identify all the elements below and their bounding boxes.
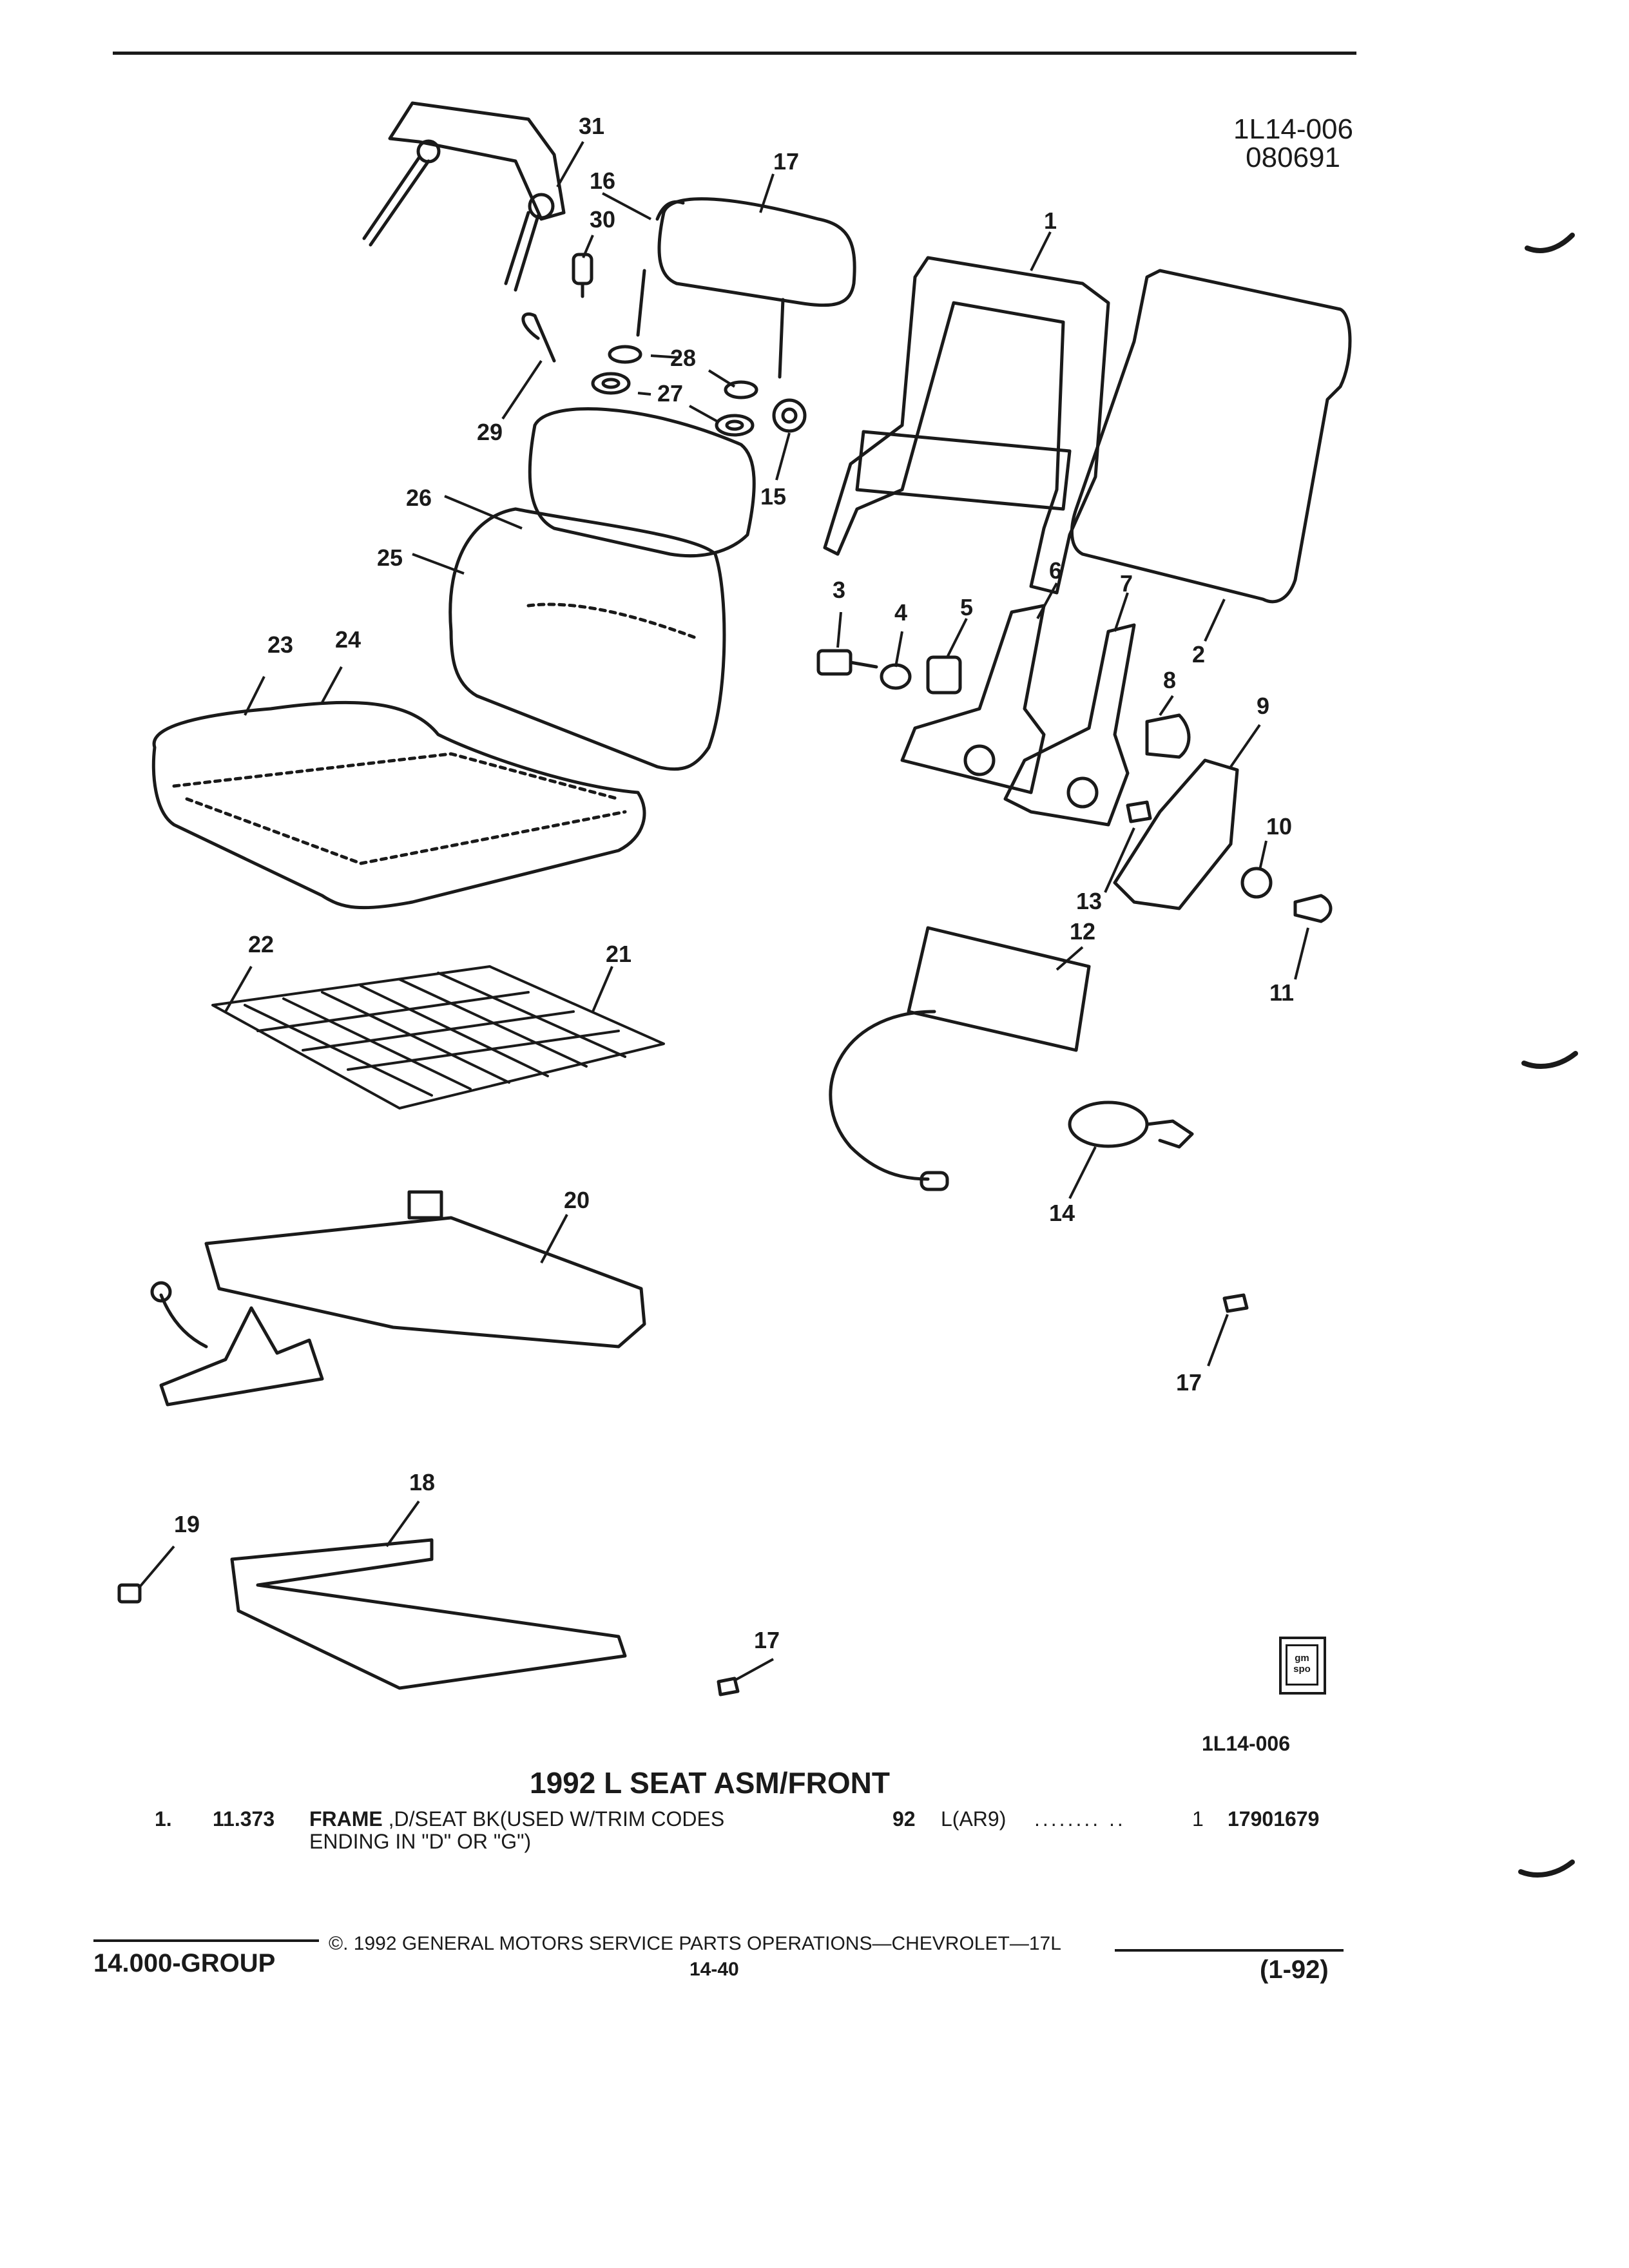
callout-13: 13 bbox=[1076, 888, 1103, 914]
lumbar-plate-cable bbox=[829, 926, 1091, 1191]
group-label: 14.000-GROUP bbox=[93, 1949, 276, 1977]
callout-17a: 17 bbox=[1176, 1369, 1202, 1396]
headrest-guide-bracket bbox=[362, 101, 566, 292]
callout-15: 15 bbox=[760, 483, 787, 510]
retaining-clip bbox=[117, 1583, 142, 1604]
group-ref: 11.373 bbox=[213, 1807, 275, 1831]
part-number: 17901679 bbox=[1228, 1807, 1320, 1831]
footer-rule-right bbox=[1115, 1949, 1344, 1952]
bushing bbox=[926, 655, 962, 695]
wire-hook bbox=[521, 312, 556, 363]
callout-2: 2 bbox=[1192, 641, 1206, 668]
callout-23: 22 bbox=[248, 931, 275, 957]
callout-27: 26 bbox=[406, 485, 432, 511]
callout-29: 28 bbox=[670, 345, 697, 371]
figure-ref: 1L14-006 bbox=[1202, 1732, 1290, 1755]
lumbar-bulb bbox=[1068, 1100, 1194, 1149]
callout-8: 8 bbox=[1163, 667, 1177, 693]
bolts bbox=[816, 649, 912, 690]
callout-32: 31 bbox=[579, 113, 605, 139]
cover-cap bbox=[1145, 713, 1191, 759]
callout-25: 24 bbox=[335, 626, 361, 653]
model-year: 92 bbox=[892, 1807, 916, 1831]
fastener bbox=[1222, 1293, 1249, 1313]
grommets bbox=[591, 345, 807, 437]
seat-back-panel bbox=[1070, 269, 1352, 604]
part-desc-line1: ,D/SEAT BK(USED W/TRIM CODES bbox=[388, 1807, 725, 1831]
illustration-id: 1L14-006 bbox=[1233, 113, 1353, 145]
callout-10: 10 bbox=[1266, 813, 1293, 840]
copyright: ©. 1992 GENERAL MOTORS SERVICE PARTS OPE… bbox=[329, 1933, 1061, 1954]
model-code: L(AR9) bbox=[941, 1807, 1007, 1831]
recliner-right bbox=[1003, 623, 1136, 827]
callout-21: 20 bbox=[564, 1187, 590, 1213]
push-pin bbox=[572, 253, 593, 298]
top-rule bbox=[113, 52, 1356, 55]
callout-18: 17 bbox=[773, 148, 800, 175]
callout-22: 21 bbox=[606, 941, 632, 967]
fastener bbox=[717, 1677, 740, 1696]
leader-dots: ........ .. bbox=[1034, 1807, 1126, 1831]
seat-back-cover bbox=[448, 407, 756, 771]
item-number: 1. bbox=[155, 1807, 172, 1831]
seat-back-frame bbox=[823, 256, 1110, 595]
callout-4: 4 bbox=[894, 599, 908, 626]
callout-9: 9 bbox=[1257, 693, 1270, 719]
page-number: 14-40 bbox=[689, 1959, 739, 1980]
callout-6: 6 bbox=[1049, 557, 1063, 584]
quantity: 1 bbox=[1192, 1807, 1204, 1831]
callout-19: 18 bbox=[409, 1469, 436, 1495]
callout-17b: 17 bbox=[754, 1627, 780, 1653]
screw bbox=[1126, 800, 1152, 823]
section-title: 1992 L SEAT ASM/FRONT bbox=[530, 1766, 890, 1800]
seat-spring-grid bbox=[211, 965, 665, 1110]
callout-11: 11 bbox=[1269, 979, 1295, 1006]
seat-lower-support bbox=[230, 1538, 627, 1690]
callout-31: 30 bbox=[590, 206, 616, 233]
callout-14: 14 bbox=[1049, 1200, 1075, 1226]
callout-16: 16 bbox=[590, 168, 616, 194]
part-description: FRAME ,D/SEAT BK(USED W/TRIM CODES bbox=[309, 1807, 724, 1831]
seat-cushion bbox=[151, 700, 646, 910]
side-shield bbox=[1113, 758, 1239, 910]
callout-20: 19 bbox=[174, 1511, 200, 1537]
recliner-left bbox=[900, 604, 1046, 794]
callout-24: 23 bbox=[267, 631, 294, 658]
gm-spo-badge: gm spo bbox=[1279, 1637, 1326, 1695]
callout-3: 3 bbox=[833, 577, 846, 603]
revision: (1-92) bbox=[1260, 1956, 1329, 1984]
footer-rule-left bbox=[93, 1939, 319, 1942]
headrest bbox=[636, 197, 856, 379]
callout-12: 12 bbox=[1070, 918, 1096, 945]
callout-30: 29 bbox=[477, 419, 503, 445]
part-name: FRAME bbox=[309, 1807, 383, 1831]
callout-1: 1 bbox=[1044, 207, 1057, 234]
badge-line2: spo bbox=[1293, 1664, 1311, 1675]
callout-7: 7 bbox=[1120, 570, 1133, 597]
callout-26: 25 bbox=[377, 544, 403, 571]
date-code: 080691 bbox=[1246, 142, 1340, 173]
callout-28: 27 bbox=[657, 380, 684, 407]
part-desc-line2: ENDING IN "D" OR "G") bbox=[309, 1830, 532, 1853]
lever-handle bbox=[1293, 894, 1333, 923]
callout-5: 5 bbox=[960, 594, 974, 620]
badge-line1: gm bbox=[1295, 1653, 1309, 1664]
seat-adjuster-frame bbox=[150, 1190, 646, 1407]
knob bbox=[1240, 867, 1273, 899]
